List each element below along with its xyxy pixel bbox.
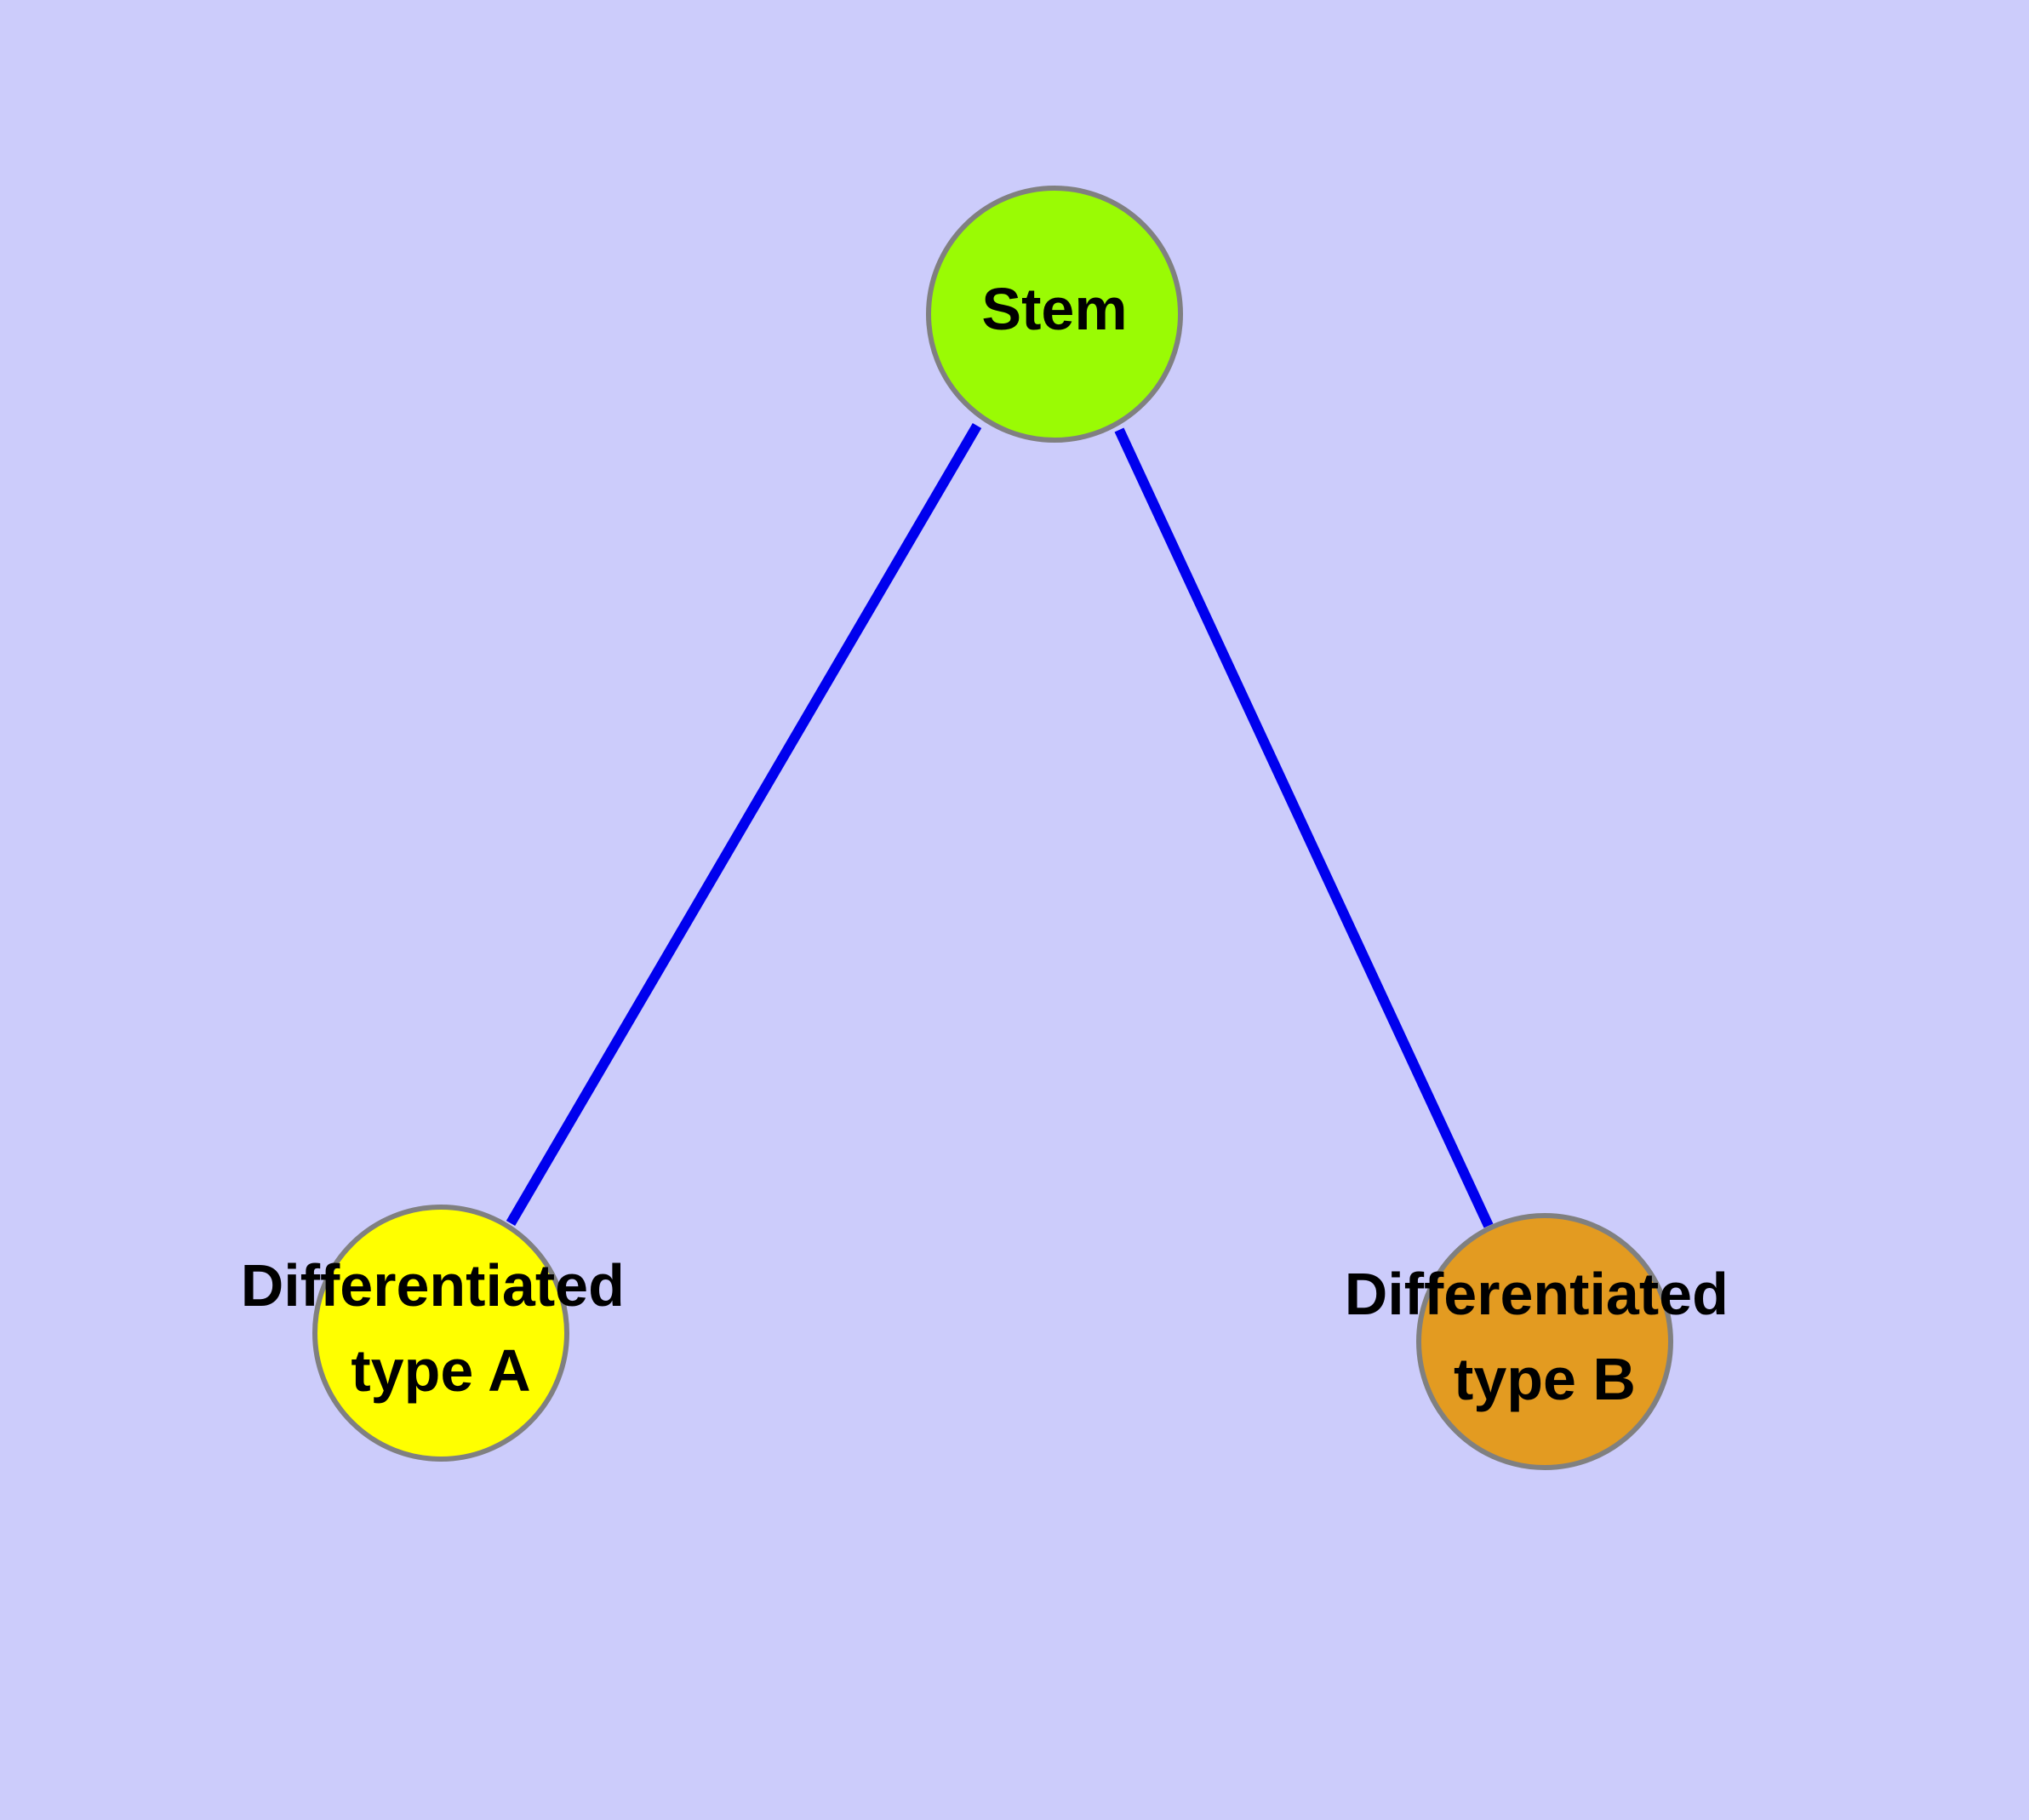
edge-stem-to-diff-b[interactable] [1114, 427, 1494, 1228]
node-layer [312, 186, 1673, 1470]
label-layer: Stem Differentiated type A Differentiate… [241, 276, 1746, 1412]
node-diff-b-label: Differentiated type B [1345, 1261, 1746, 1412]
node-diff-a-label-line-2: type A [351, 1337, 530, 1404]
node-diff-a[interactable] [312, 1205, 569, 1462]
edge-stem-to-diff-a[interactable] [506, 422, 982, 1227]
node-diff-a-circle[interactable] [312, 1205, 569, 1462]
edge-layer [506, 422, 1494, 1228]
node-diff-b-circle[interactable] [1416, 1213, 1673, 1470]
node-diff-b[interactable] [1416, 1213, 1673, 1470]
node-diff-a-label: Differentiated type A [241, 1252, 642, 1404]
node-diff-a-label-line-1: Differentiated [241, 1252, 625, 1319]
node-stem[interactable] [926, 186, 1183, 443]
node-diff-b-label-line-1: Differentiated [1345, 1261, 1729, 1327]
node-stem-label-line-1: Stem [981, 276, 1127, 342]
node-diff-b-label-line-2: type B [1454, 1346, 1636, 1412]
node-stem-label: Stem [981, 276, 1127, 342]
node-stem-circle[interactable] [926, 186, 1183, 443]
